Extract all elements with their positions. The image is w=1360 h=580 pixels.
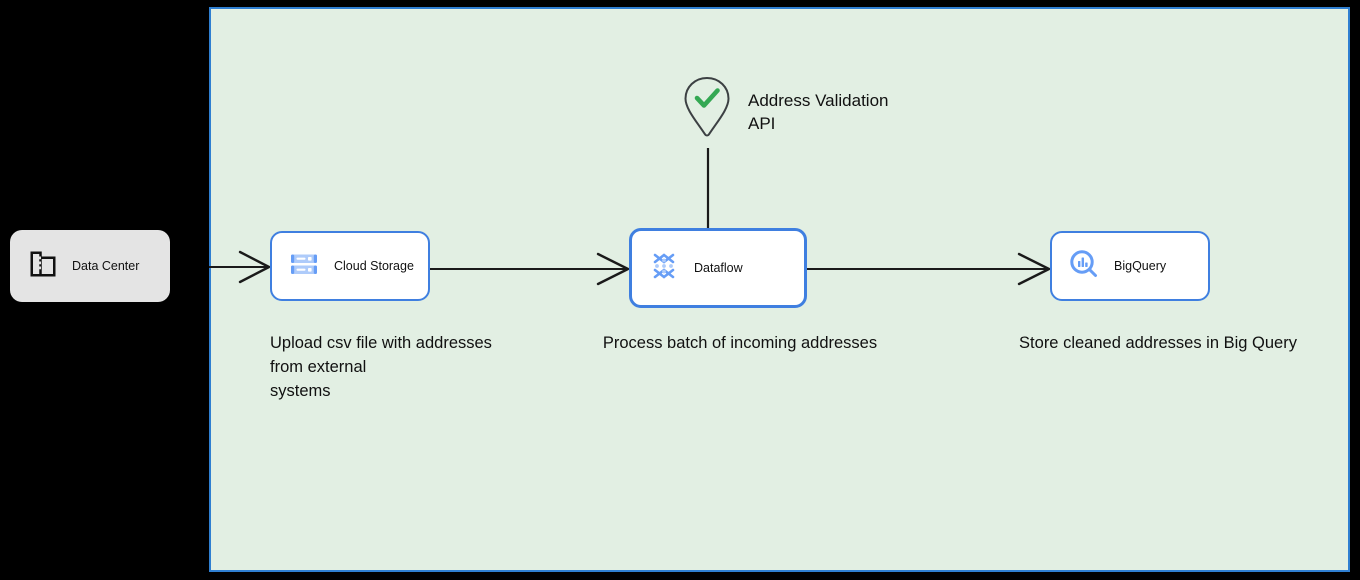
node-cloud-storage[interactable]: Cloud Storage [270, 231, 430, 301]
node-label-cloud-storage: Cloud Storage [334, 259, 414, 273]
map-pin-check-icon[interactable] [683, 76, 731, 138]
node-data-center[interactable]: Data Center [10, 230, 170, 302]
dataflow-icon [648, 250, 680, 287]
node-label-bigquery: BigQuery [1114, 259, 1167, 273]
caption-process-batch: Process batch of incoming addresses [602, 334, 878, 352]
data-center-building-icon [28, 249, 58, 284]
cloud-storage-icon [288, 248, 320, 285]
address-validation-api-label: Address Validation API [748, 91, 889, 133]
node-bigquery[interactable]: BigQuery [1050, 231, 1210, 301]
node-label-dataflow: Dataflow [694, 261, 743, 275]
node-dataflow[interactable]: Dataflow [629, 228, 807, 308]
node-label-data-center: Data Center [72, 259, 140, 273]
bigquery-icon [1068, 248, 1100, 285]
caption-store-addresses: Store cleaned addresses in Big Query [1019, 334, 1297, 352]
caption-upload-csv: Upload csv file with addresses from exte… [270, 334, 492, 400]
